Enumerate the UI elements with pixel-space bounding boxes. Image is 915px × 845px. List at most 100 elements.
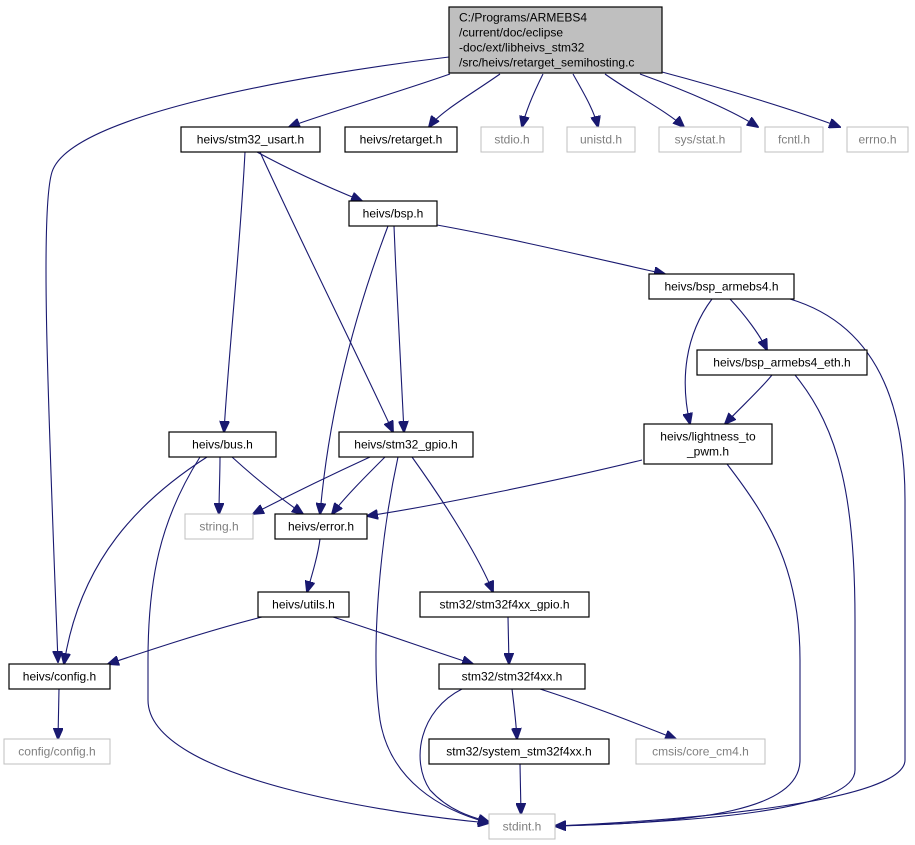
node-stdio: stdio.h [480,126,544,153]
node-label-bsp_armebs4_eth-0: heivs/bsp_armebs4_eth.h [713,356,850,370]
edge-bsp-to-error [320,225,389,514]
edge-bsp_armebs4_eth-to-lightness [725,374,773,424]
node-label-stdio-0: stdio.h [494,133,529,147]
edge-stm32_usart-to-bsp [256,151,362,201]
node-retarget[interactable]: heivs/retarget.h [344,126,458,153]
node-label-core_cm4-0: cmsis/core_cm4.h [652,745,749,759]
node-label-lightness-1: _pwm.h [686,445,729,459]
edge-root-to-sysstat [604,73,684,127]
node-box-fcntl [764,126,824,153]
edge-lightness-to-stdint [555,463,801,826]
node-label-sysstat-0: sys/stat.h [675,133,726,147]
node-label-string-0: string.h [199,520,238,534]
node-box-sysstat [658,126,742,153]
edge-stm32_gpio-to-error [332,456,386,514]
node-box-stdint [488,813,556,840]
edge-utils-to-config [108,616,263,664]
node-error[interactable]: heivs/error.h [274,513,368,540]
node-label-bus-0: heivs/bus.h [192,438,253,452]
node-label-stm32f4xx_gpio-0: stm32/stm32f4xx_gpio.h [439,598,569,612]
edge-root-to-unistd [572,73,598,127]
edge-bsp-to-stm32_gpio [393,225,404,432]
node-bsp_armebs4_eth[interactable]: heivs/bsp_armebs4_eth.h [696,349,868,376]
edge-bus-to-string [219,456,220,514]
node-label-unistd-0: unistd.h [580,133,622,147]
node-label-config-0: heivs/config.h [23,670,96,684]
node-label-root-0: C:/Programs/ARMEBS4 [459,11,587,25]
edge-stm32_usart-to-bus [224,151,246,432]
node-label-retarget-0: heivs/retarget.h [360,133,443,147]
node-box-stm32f4xx [438,663,586,690]
node-box-core_cm4 [635,738,766,765]
edge-error-to-utils [307,538,321,592]
node-label-root-1: /current/doc/eclipse [459,26,563,40]
node-box-system_stm32f4xx [428,738,610,765]
node-label-stdint-0: stdint.h [503,820,542,834]
node-label-errno-0: errno.h [858,133,896,147]
node-label-config_config-0: config/config.h [18,745,95,759]
edge-bsp-to-bsp_armebs4 [436,224,665,274]
edge-utils-to-stm32f4xx [332,616,473,664]
node-label-bsp_armebs4-0: heivs/bsp_armebs4.h [664,280,778,294]
node-config_config: config/config.h [3,738,111,765]
node-bsp_armebs4[interactable]: heivs/bsp_armebs4.h [648,273,795,300]
node-stm32f4xx_gpio[interactable]: stm32/stm32f4xx_gpio.h [419,591,590,618]
node-bus[interactable]: heivs/bus.h [168,431,277,458]
node-label-fcntl-0: fcntl.h [778,133,810,147]
edge-stm32_gpio-to-stm32f4xx_gpio [411,456,493,592]
node-box-stm32_gpio [338,431,474,458]
edge-bus-to-config [64,456,208,664]
node-bsp[interactable]: heivs/bsp.h [348,200,438,227]
edge-stm32f4xx-to-core_cm4 [539,688,676,739]
node-core_cm4: cmsis/core_cm4.h [635,738,766,765]
edge-root-to-stm32_usart [289,73,451,127]
node-box-retarget [344,126,458,153]
node-unistd: unistd.h [566,126,636,153]
node-config[interactable]: heivs/config.h [8,663,111,690]
node-label-system_stm32f4xx-0: stm32/system_stm32f4xx.h [446,745,591,759]
node-label-bsp-0: heivs/bsp.h [363,207,424,221]
node-label-root-2: -doc/ext/libheivs_stm32 [459,41,585,55]
edge-stm32f4xx-to-stdint [419,688,489,822]
node-utils[interactable]: heivs/utils.h [257,591,350,618]
node-box-bus [168,431,277,458]
node-label-stm32f4xx-0: stm32/stm32f4xx.h [462,670,563,684]
node-box-string [184,513,254,540]
edge-root-to-retarget [429,73,501,127]
node-stm32f4xx[interactable]: stm32/stm32f4xx.h [438,663,586,690]
node-box-lightness [643,423,773,465]
edge-bsp_armebs4-to-bsp_armebs4_eth [729,298,767,350]
edge-root-to-errno [661,71,840,127]
edge-bsp_armebs4_eth-to-stdint [555,374,856,826]
node-label-lightness-0: heivs/lightness_to [660,430,756,444]
node-label-error-0: heivs/error.h [288,520,354,534]
node-box-utils [257,591,350,618]
edge-root-to-stdio [522,73,544,127]
edge-root-to-fcntl [639,73,758,127]
edge-stm32f4xx_gpio-to-stm32f4xx [508,616,509,664]
edge-bus-to-stdint [147,456,489,823]
node-box-unistd [566,126,636,153]
node-errno: errno.h [846,126,909,153]
node-box-config [8,663,111,690]
node-box-config_config [3,738,111,765]
node-fcntl: fcntl.h [764,126,824,153]
node-lightness[interactable]: heivs/lightness_to_pwm.h [643,423,773,465]
node-stm32_usart[interactable]: heivs/stm32_usart.h [180,126,321,153]
file-nodes: C:/Programs/ARMEBS4/current/doc/eclipse-… [3,6,909,840]
node-stm32_gpio[interactable]: heivs/stm32_gpio.h [338,431,474,458]
edge-bsp_armebs4-to-lightness [685,298,713,424]
edge-config-to-config_config [58,688,59,739]
node-system_stm32f4xx[interactable]: stm32/system_stm32f4xx.h [428,738,610,765]
node-stdint: stdint.h [488,813,556,840]
node-box-bsp [348,200,438,227]
node-string: string.h [184,513,254,540]
node-box-errno [846,126,909,153]
node-box-root [448,6,663,74]
node-root[interactable]: C:/Programs/ARMEBS4/current/doc/eclipse-… [448,6,663,74]
node-box-stdio [480,126,544,153]
edge-stm32_usart-to-stm32_gpio [259,151,393,432]
dependency-edges [45,56,906,826]
node-label-utils-0: heivs/utils.h [272,598,335,612]
